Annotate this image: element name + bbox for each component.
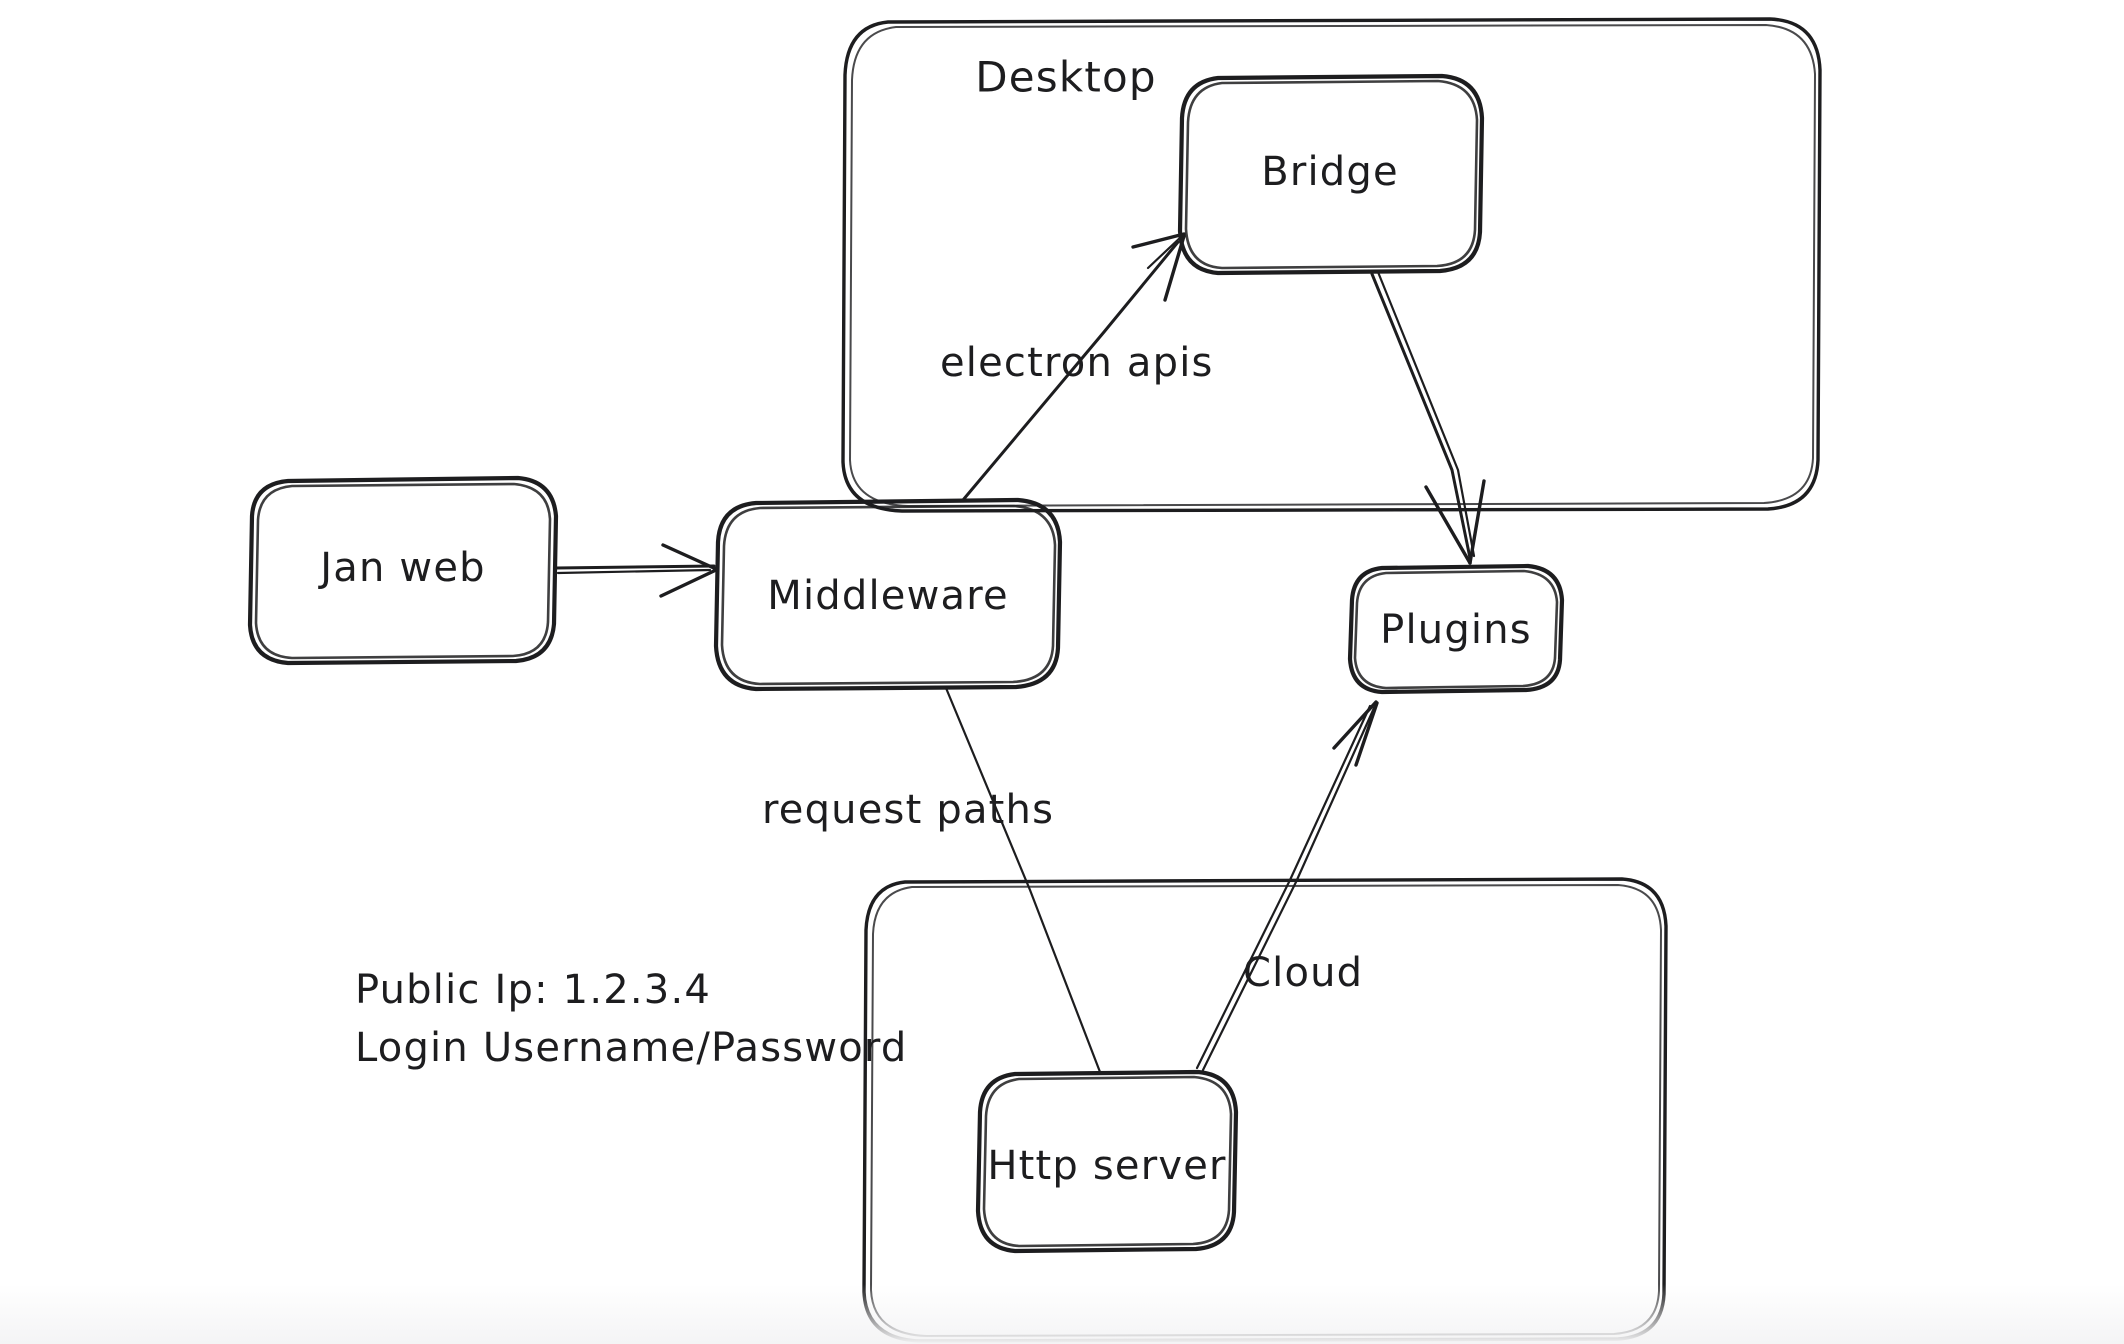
node-label-jan-web: Jan web	[317, 545, 486, 591]
edge-label-electron-apis: electron apis	[940, 340, 1214, 386]
node-bridge[interactable]: Bridge	[1177, 73, 1485, 276]
notes-block: Public Ip: 1.2.3.4 Login Username/Passwo…	[355, 967, 907, 1071]
node-plugins[interactable]: Plugins	[1347, 563, 1565, 695]
node-http-server[interactable]: Http server	[975, 1069, 1239, 1254]
note-public-ip: Public Ip: 1.2.3.4	[355, 967, 711, 1013]
node-jan-web[interactable]: Jan web	[247, 475, 559, 666]
edge-httpserver-to-plugins: Cloud	[1195, 700, 1379, 1072]
group-label-desktop: Desktop	[975, 53, 1157, 102]
node-label-plugins: Plugins	[1380, 607, 1532, 653]
node-label-bridge: Bridge	[1261, 149, 1399, 195]
edge-middleware-to-httpserver	[944, 686, 1102, 1074]
edge-janweb-to-middleware	[554, 543, 718, 598]
node-label-http-server: Http server	[987, 1143, 1226, 1189]
note-login: Login Username/Password	[355, 1025, 907, 1071]
node-label-middleware: Middleware	[767, 573, 1009, 619]
edge-middleware-to-bridge: electron apis	[940, 232, 1214, 502]
group-cloud-container	[862, 877, 1668, 1343]
edge-label-cloud: Cloud	[1243, 950, 1363, 996]
edge-bridge-to-plugins	[1370, 270, 1486, 565]
node-middleware[interactable]: Middleware	[713, 497, 1063, 692]
group-desktop: Desktop	[841, 17, 1822, 513]
edge-label-request-paths: request paths	[762, 787, 1054, 833]
